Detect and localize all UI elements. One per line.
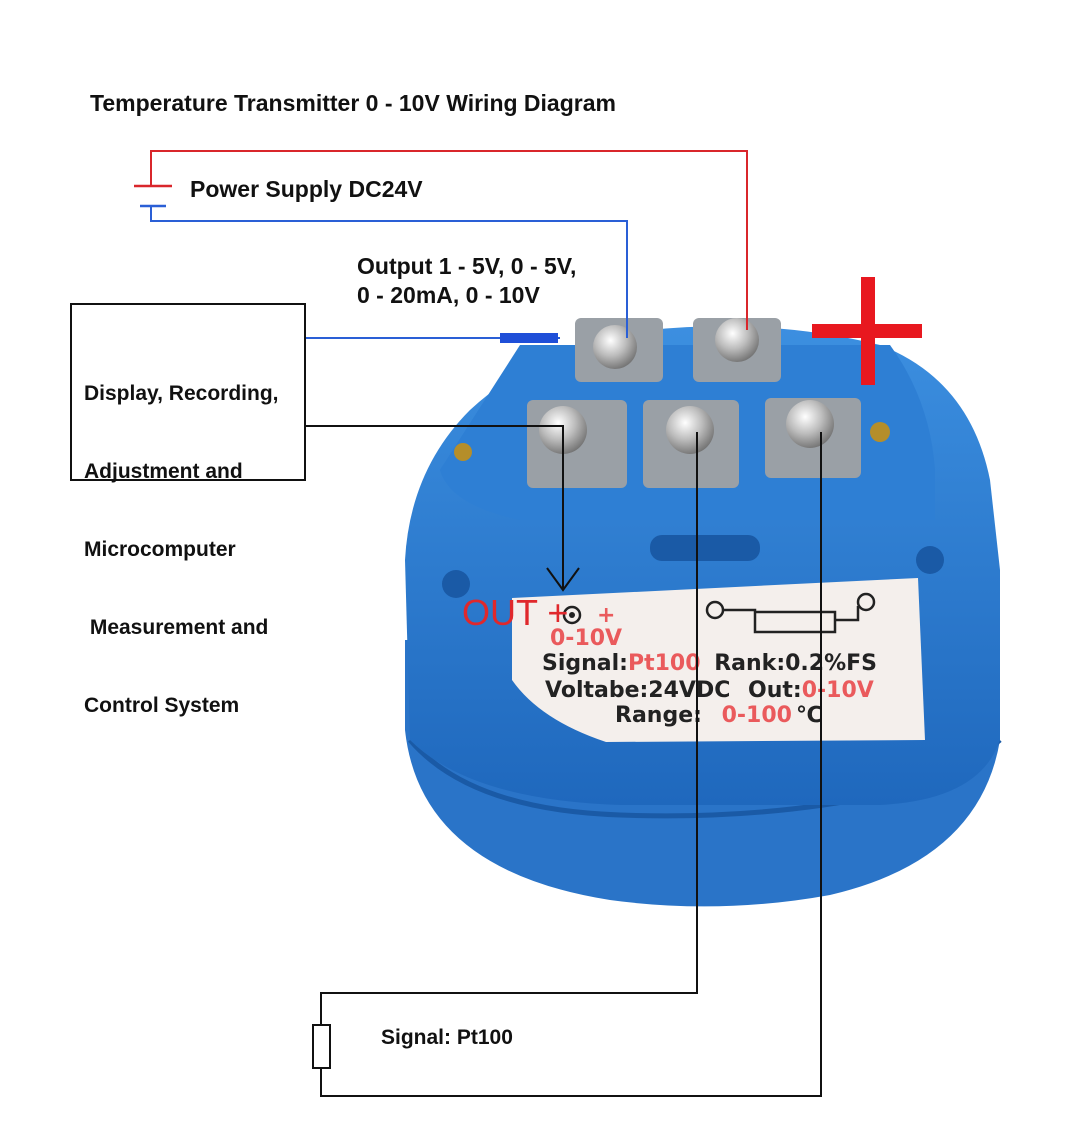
svg-text:Voltabe:24VDC Out:0-10: Voltabe:24VDC Out:0-10V [545,678,874,703]
screw-icon [593,325,637,369]
label-voltage: Voltabe:24VDC [545,678,730,703]
terminal-top-2 [693,318,781,382]
label-out-range: 0-10V [550,626,622,651]
output-label-line-2: 0 - 20mA, 0 - 10V [357,282,540,308]
label-signal-value: Pt100 [628,651,701,676]
display-system-box: Display, Recording, Adjustment and Micro… [70,303,306,717]
positive-plus-icon [812,277,922,385]
sensor-signal-label: Signal: Pt100 [381,1026,513,1049]
label-out-key: Out: [748,678,802,703]
mount-hole-right [870,422,890,442]
mount-hole-left [454,443,472,461]
display-line-1: Display, Recording, [84,382,279,405]
terminal-bottom-1 [527,400,627,488]
power-supply-label: Power Supply DC24V [190,176,423,202]
screw-icon [715,318,759,362]
terminal-top-1 [575,318,663,382]
terminal-symbol-icon [562,605,582,625]
out-marker-label: OUT + [462,592,568,634]
display-line-3: Microcomputer [84,538,236,561]
negative-wire [150,206,628,338]
output-wire-marker [500,333,558,343]
svg-text:Range: 0-100℃: Range: 0-100℃ [615,703,823,728]
terminal-symbol-icon [705,600,725,620]
display-line-2: Adjustment and [84,460,243,483]
label-range-key: Range: [615,703,702,728]
screw-icon [666,406,714,454]
out-signal-wire [306,425,564,588]
side-hole-left [442,570,470,598]
center-slot [650,535,760,561]
label-out-value: 0-10V [802,678,874,703]
output-label: Output 1 - 5V, 0 - 5V, 0 - 20mA, 0 - 10V [357,252,576,310]
terminal-symbol-icon [856,592,876,612]
resistor-symbol-icon [724,606,860,634]
side-hole-right [916,546,944,574]
output-label-line-1: Output 1 - 5V, 0 - 5V, [357,253,577,279]
sensor-wire-2 [320,432,822,1097]
display-system-text: Display, Recording, Adjustment and Micro… [84,329,279,771]
positive-wire [150,150,748,330]
display-line-5: Control System [84,694,240,717]
page-title: Temperature Transmitter 0 - 10V Wiring D… [90,90,616,116]
out-marker-text: OUT [462,592,538,633]
sensor-wire-1 [320,432,698,1025]
out-marker-plus: + [547,592,569,633]
resistor-pt100-icon [312,1024,331,1069]
terminal-bottom-3 [765,398,861,478]
terminal-bottom-2 [643,400,739,488]
label-range-unit: ℃ [796,703,823,728]
label-signal-key: Signal: [542,651,628,676]
arrow-down-icon [546,567,580,592]
label-content: + 0-10V Signal:Pt100 Rank:0.2%FS Voltabe… [542,592,877,728]
svg-text:Signal:Pt100 Rank:0.2%: Signal:Pt100 Rank:0.2%FS [542,651,877,676]
screw-icon [786,400,834,448]
display-line-4: Measurement and [84,616,269,639]
label-plus: + [597,603,615,628]
label-range-value: 0-100 [722,703,792,728]
label-rank: Rank:0.2%FS [714,651,877,676]
